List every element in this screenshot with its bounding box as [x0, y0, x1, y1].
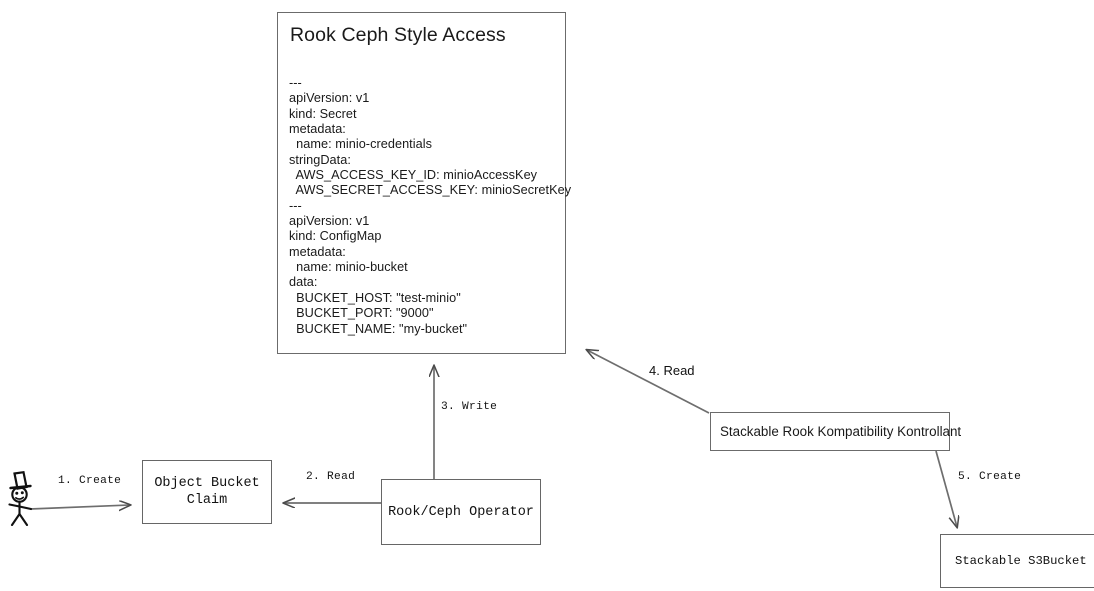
node-stackable-s3bucket[interactable]: Stackable S3Bucket: [940, 534, 1094, 588]
actor-stick-figure-icon: [8, 470, 33, 526]
edge-label-5-create: 5. Create: [958, 471, 1022, 483]
node-rook-ceph-operator[interactable]: Rook/Ceph Operator: [381, 479, 541, 545]
edge-1-create: [29, 505, 130, 509]
edge-label-3-write: 3. Write: [441, 401, 498, 413]
yaml-box-body: --- apiVersion: v1 kind: Secret metadata…: [289, 76, 572, 336]
edge-5-create: [935, 450, 957, 527]
edge-label-1-create: 1. Create: [58, 475, 122, 487]
node-object-bucket-claim[interactable]: Object Bucket Claim: [142, 460, 272, 524]
edge-label-2-read: 2. Read: [306, 471, 356, 483]
node-stackable-rook-kompatibility-kontrollant[interactable]: Stackable Rook Kompatibility Kontrollant: [710, 412, 961, 451]
edge-4-read: [587, 350, 710, 414]
yaml-spec-box: Rook Ceph Style Access --- apiVersion: v…: [277, 12, 571, 354]
yaml-box-title: Rook Ceph Style Access: [290, 24, 506, 46]
edge-label-4-read: 4. Read: [649, 363, 695, 378]
